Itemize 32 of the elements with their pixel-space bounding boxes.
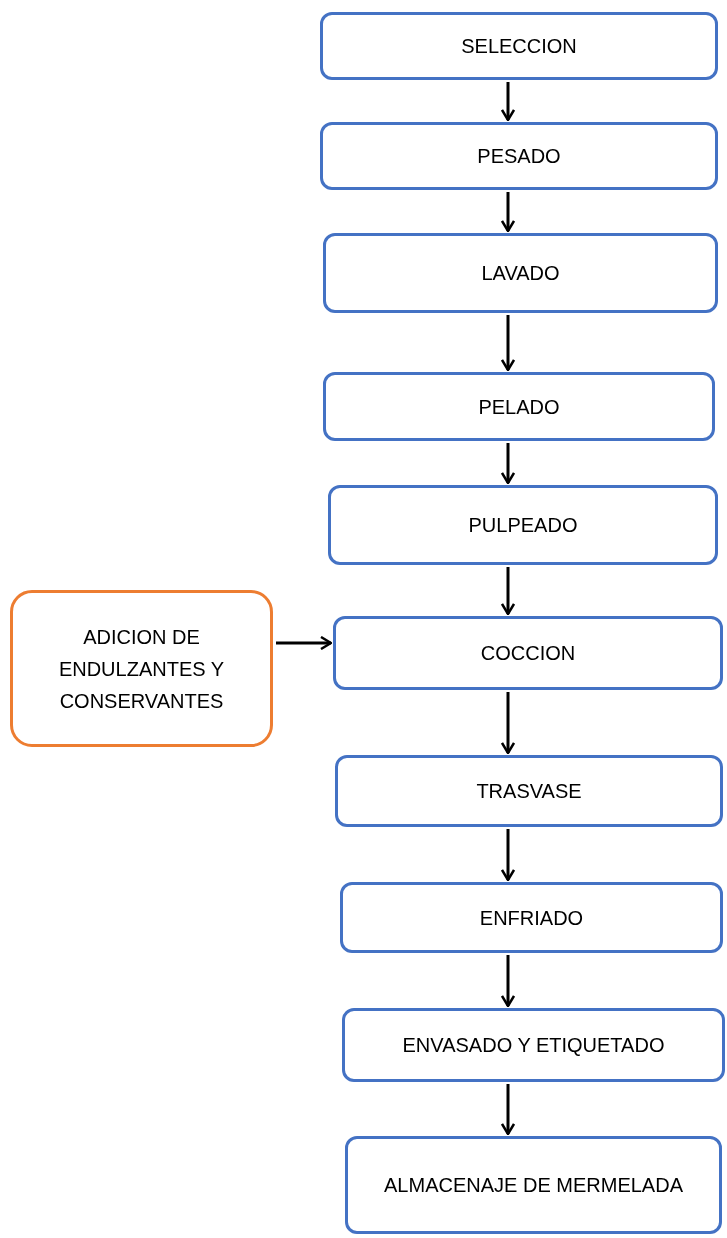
step-label: LAVADO [480,261,561,286]
process-box [320,12,718,80]
step-label: PELADO [477,394,561,420]
arrow [276,635,333,651]
process-box [323,233,718,313]
step-label: TRASVASE [475,779,583,804]
arrow [500,443,516,485]
step-label: PESADO [476,144,562,169]
step-label: SELECCION [460,34,578,59]
step-label: ENVASADO Y ETIQUETADO [401,1033,666,1058]
process-box [323,372,715,441]
arrow [500,692,516,755]
arrow [500,1084,516,1136]
arrow [500,315,516,372]
process-box [328,485,718,565]
arrow [500,829,516,882]
arrow [500,567,516,616]
step-label: ADICION DE ENDULZANTES Y CONSERVANTES [57,624,226,714]
step-label: ENFRIADO [478,905,585,931]
process-box [335,755,723,827]
process-box [320,122,718,190]
process-box [342,1008,725,1082]
arrow [500,955,516,1008]
process-box [333,616,723,690]
step-label: PULPEADO [467,513,579,538]
step-label: ALMACENAJE DE MERMELADA [383,1173,684,1198]
process-box [345,1136,722,1234]
arrow [500,82,516,122]
arrow [500,192,516,233]
step-label: COCCION [479,641,577,666]
process-box [10,590,273,747]
process-box [340,882,723,953]
